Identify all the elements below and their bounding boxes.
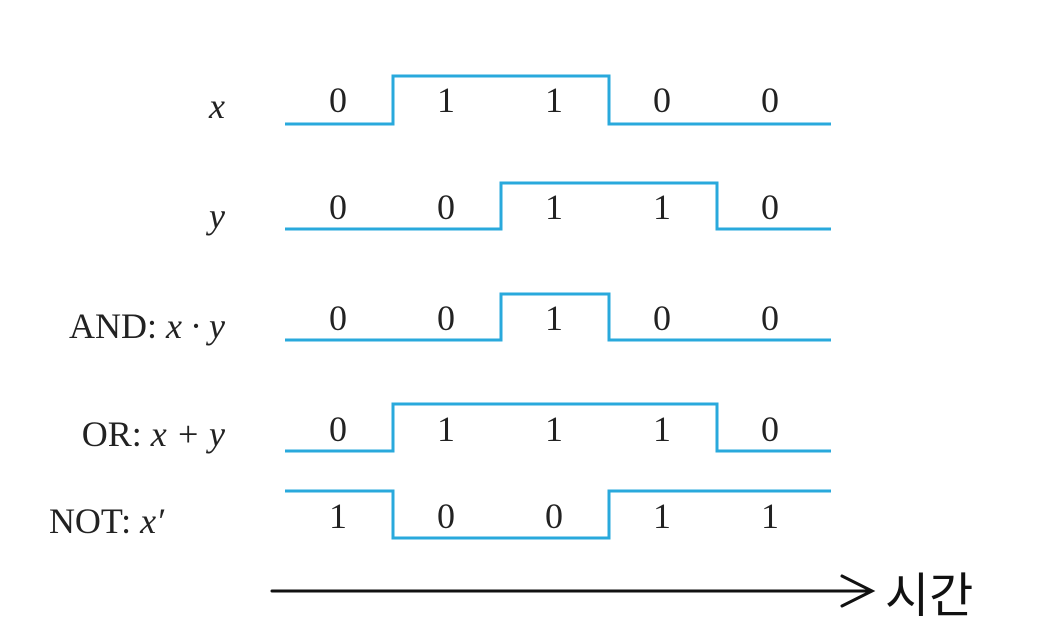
signal-row-not: NOT: x′ 1 0 0 1 1 <box>49 489 831 541</box>
bit-value: 1 <box>437 80 455 120</box>
bit-value: 0 <box>653 80 671 120</box>
bit-value: 0 <box>437 298 455 338</box>
time-axis-label: 시간 <box>885 568 973 624</box>
bit-value: 0 <box>437 187 455 227</box>
bit-value: 1 <box>437 409 455 449</box>
waveform-not <box>285 489 831 540</box>
row-label-y: y <box>206 196 225 236</box>
bit-value: 1 <box>653 409 671 449</box>
signal-row-and: AND: x · y 0 0 1 0 0 <box>69 292 831 346</box>
arrow-head-icon <box>840 574 876 608</box>
bit-value: 1 <box>653 496 671 536</box>
bit-value: 1 <box>545 298 563 338</box>
bit-value: 0 <box>761 187 779 227</box>
row-label-x: x <box>208 86 225 126</box>
time-axis: 시간 <box>270 568 973 624</box>
bit-value: 1 <box>653 187 671 227</box>
bit-value: 0 <box>761 80 779 120</box>
bit-value: 0 <box>437 496 455 536</box>
row-label-not: NOT: x′ <box>49 501 165 541</box>
row-label-and: AND: x · y <box>69 306 225 346</box>
row-label-or: OR: x + y <box>82 414 225 454</box>
bit-value: 0 <box>761 298 779 338</box>
waveform-and <box>285 292 831 342</box>
bit-value: 0 <box>329 80 347 120</box>
signal-row-or: OR: x + y 0 1 1 1 0 <box>82 402 831 454</box>
signal-row-x: x 0 1 1 0 0 <box>208 74 831 126</box>
bit-value: 1 <box>545 409 563 449</box>
bit-value: 0 <box>545 496 563 536</box>
bit-value: 0 <box>329 409 347 449</box>
bit-value: 0 <box>329 298 347 338</box>
signal-row-y: y 0 0 1 1 0 <box>206 181 831 236</box>
bit-value: 1 <box>329 496 347 536</box>
waveform-or <box>285 402 831 453</box>
bit-value: 0 <box>329 187 347 227</box>
bit-value: 0 <box>761 409 779 449</box>
bit-value: 0 <box>653 298 671 338</box>
waveform-x <box>285 74 831 126</box>
bit-value: 1 <box>761 496 779 536</box>
bit-value: 1 <box>545 80 563 120</box>
bit-value: 1 <box>545 187 563 227</box>
waveform-y <box>285 181 831 231</box>
